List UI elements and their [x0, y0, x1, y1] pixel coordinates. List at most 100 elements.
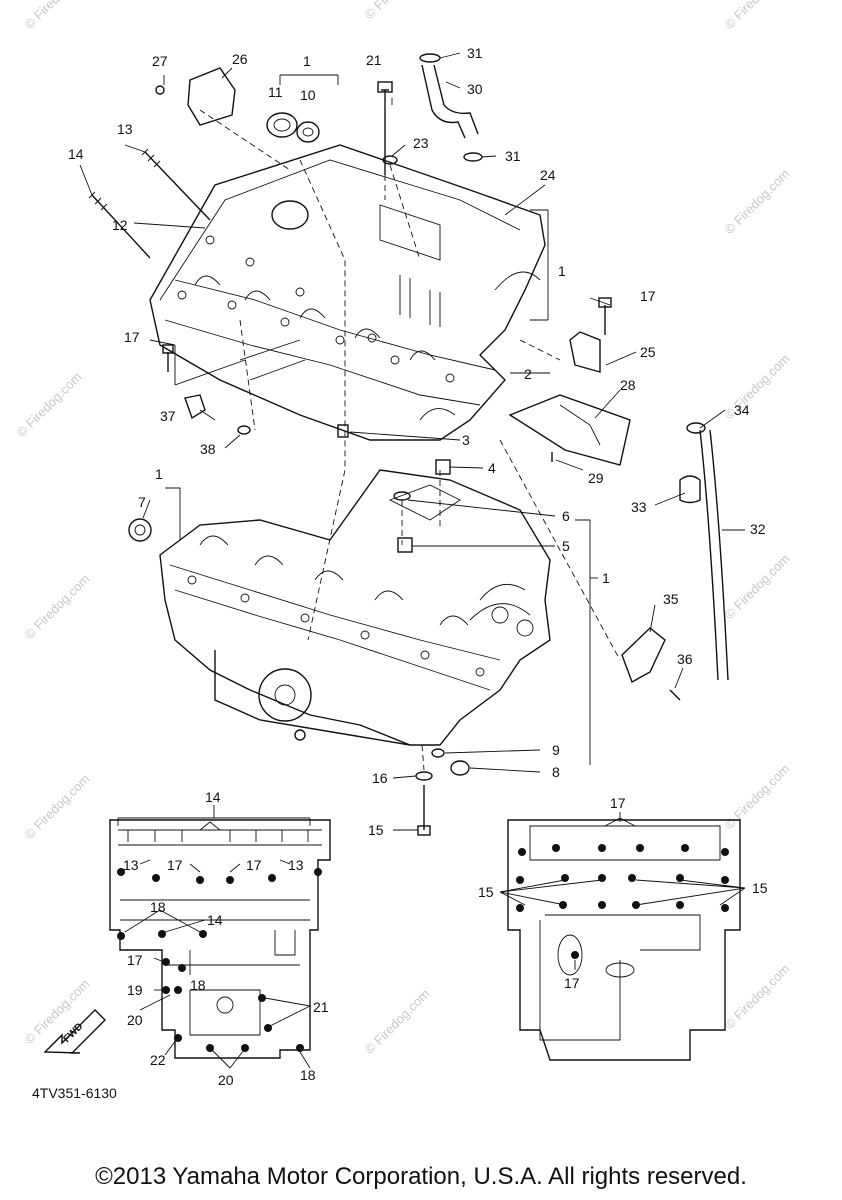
callout-34: 34: [734, 402, 750, 418]
callout-15: 15: [478, 884, 494, 900]
watermark: © Firedog.com: [722, 551, 793, 622]
callout-14: 14: [207, 912, 223, 928]
callout-17: 17: [127, 952, 143, 968]
part-33-clamp: [679, 475, 701, 504]
callout-15: 15: [752, 880, 768, 896]
callout-7: 7: [138, 494, 146, 510]
watermark: © Firedog.com: [14, 369, 85, 440]
copyright-notice: ©2013 Yamaha Motor Corporation, U.S.A. A…: [95, 1163, 747, 1190]
callout-15: 15: [368, 822, 384, 838]
callout-31: 31: [505, 148, 521, 164]
callout-6: 6: [562, 508, 570, 524]
callout-38: 38: [200, 441, 216, 457]
watermark: © Firedog.com: [22, 571, 93, 642]
part-27-bolt: [155, 85, 165, 95]
part-14-stud: [91, 194, 151, 259]
watermark: © Firedog.com: [22, 976, 93, 1047]
callout-14: 14: [68, 146, 84, 162]
part-25-bracket: [569, 331, 601, 373]
callout-8: 8: [552, 764, 560, 780]
callout-9: 9: [552, 742, 560, 758]
watermark: © Firedog.com: [362, 0, 433, 22]
callout-21: 21: [366, 52, 382, 68]
callout-27: 27: [152, 53, 168, 69]
callout-17: 17: [610, 795, 626, 811]
callout-1: 1: [303, 53, 311, 69]
callout-4: 4: [488, 460, 496, 476]
part-6-o-ring: [393, 491, 411, 501]
callout-13: 13: [117, 121, 133, 137]
upper-crankcase: [149, 144, 546, 441]
part-28-plate: [508, 394, 631, 466]
callout-17: 17: [124, 329, 140, 345]
callout-17: 17: [246, 857, 262, 873]
part-16-washer: [415, 771, 433, 781]
small-parts: [88, 53, 729, 836]
part-5-dowel: [397, 537, 413, 553]
callout-25: 25: [640, 344, 656, 360]
part-8-plug: [450, 760, 470, 776]
callout-17: 17: [640, 288, 656, 304]
watermark: © Firedog.com: [722, 351, 793, 422]
callout-3: 3: [462, 432, 470, 448]
callout-21: 21: [313, 999, 329, 1015]
part-13-stud: [144, 151, 211, 221]
detail-view-left: FWD: [43, 805, 331, 1069]
callout-17: 17: [564, 975, 580, 991]
watermark: © Firedog.com: [722, 166, 793, 237]
watermark: © Firedog.com: [722, 961, 793, 1032]
part-30-hose: [421, 64, 466, 139]
callout-17: 17: [167, 857, 183, 873]
callout-16: 16: [372, 770, 388, 786]
fwd-label: FWD: [62, 1021, 86, 1045]
lower-crankcase: [159, 469, 551, 746]
watermark: © Firedog.com: [722, 761, 793, 832]
callout-13: 13: [123, 857, 139, 873]
part-32-hose: [699, 429, 719, 681]
callout-1: 1: [602, 570, 610, 586]
detail-view-right: [499, 812, 746, 1061]
callout-10: 10: [300, 87, 316, 103]
callout-29: 29: [588, 470, 604, 486]
part-3-dowel: [337, 424, 349, 438]
part-7-bearing: [128, 518, 152, 542]
callout-18: 18: [300, 1067, 316, 1083]
part-37-valve: [184, 394, 206, 420]
callout-23: 23: [413, 135, 429, 151]
part-31-clip: [419, 53, 441, 63]
callout-36: 36: [677, 651, 693, 667]
callout-12: 12: [112, 217, 128, 233]
callout-30: 30: [467, 81, 483, 97]
watermark: © Firedog.com: [22, 771, 93, 842]
part-38-o-ring: [237, 425, 251, 435]
callout-33: 33: [631, 499, 647, 515]
callout-28: 28: [620, 377, 636, 393]
callout-18: 18: [190, 977, 206, 993]
callout-14: 14: [205, 789, 221, 805]
callout-26: 26: [232, 51, 248, 67]
part-35-bracket: [621, 627, 666, 684]
watermark: © Firedog.com: [362, 986, 433, 1057]
callout-35: 35: [663, 591, 679, 607]
callout-31: 31: [467, 45, 483, 61]
alignment-lines: [199, 109, 621, 771]
part-31-clip: [463, 152, 483, 162]
callout-labels: 1 10 11 26 27 21 31 30 23 31 24 13 14 12…: [68, 45, 768, 1088]
callout-13: 13: [288, 857, 304, 873]
callout-32: 32: [750, 521, 766, 537]
callout-19: 19: [127, 982, 143, 998]
callout-2: 2: [524, 366, 532, 382]
callout-22: 22: [150, 1052, 166, 1068]
part-36-bolt: [669, 689, 681, 701]
watermark: © Firedog.com: [22, 0, 93, 32]
callout-37: 37: [160, 408, 176, 424]
callout-18: 18: [150, 899, 166, 915]
part-21-bolt: [381, 89, 389, 175]
leader-lines: [79, 52, 745, 831]
part-4-dowel: [435, 459, 451, 475]
callout-1: 1: [155, 466, 163, 482]
callout-11: 11: [268, 84, 283, 100]
callout-24: 24: [540, 167, 556, 183]
part-11-bearing: [266, 112, 298, 138]
